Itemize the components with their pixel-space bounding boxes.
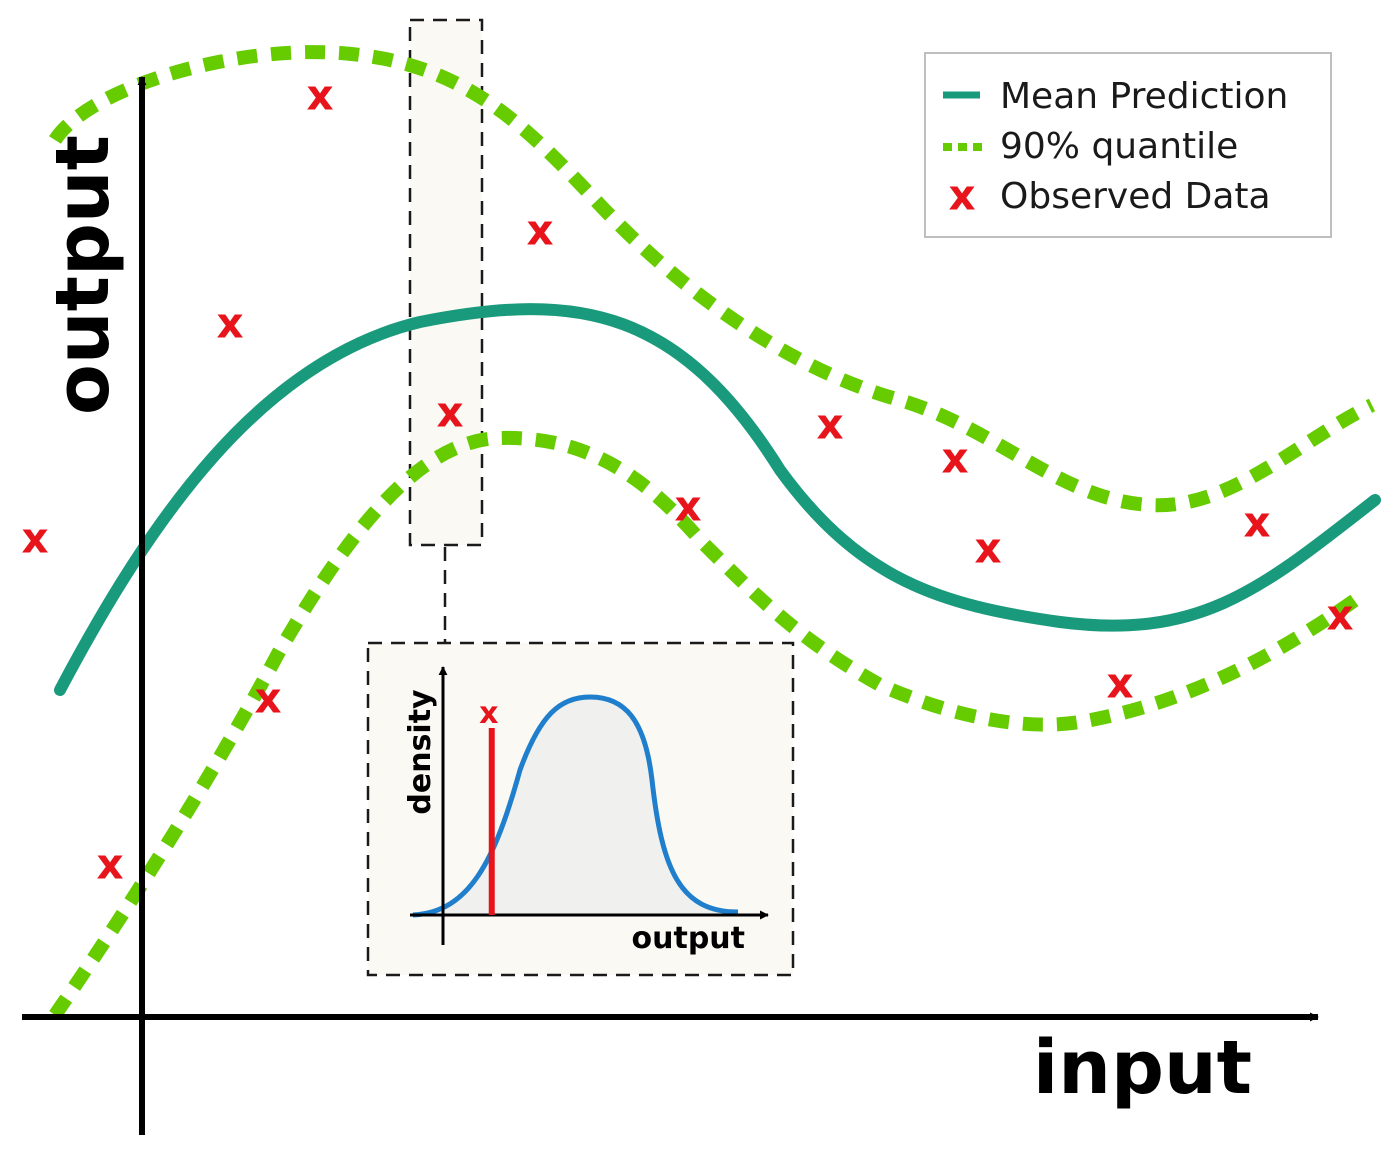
observed-point: x [1106,659,1133,708]
legend-mean-label: Mean Prediction [1000,76,1288,117]
observed-point: x [436,388,463,437]
observed-point: x [96,840,123,889]
legend-box [924,52,1332,238]
legend-quantile-label: 90% quantile [1000,126,1238,167]
upper-quantile-line [49,45,1376,513]
legend-observed-label: Observed Data [1000,176,1271,217]
observed-point: x [216,299,243,348]
density-curve [412,694,739,918]
observation-marker: x [479,696,498,731]
observed-point: x [941,434,968,483]
observed-point: x [526,206,553,255]
inset-y-axis-title: density [403,689,438,815]
observed-point: x [1243,498,1270,547]
observed-point: x [816,400,843,449]
observed-data-markers: x x x x x x x x x x x x x x [21,71,1353,889]
y-axis-title: output [40,135,126,415]
x-axis-title: input [1033,1025,1252,1111]
observed-point: x [1326,591,1353,640]
mean-prediction-line [54,303,1381,696]
legend: Mean Prediction 90% quantile x Observed … [924,52,1332,238]
observed-point: x [254,674,281,723]
legend-observed-swatch: x [948,171,975,220]
observed-point: x [306,71,333,120]
inset-x-axis-title: output [632,921,745,956]
observed-point: x [674,482,701,531]
observed-point: x [974,524,1001,573]
observed-point: x [21,514,48,563]
density-inset: x output density [366,641,795,977]
